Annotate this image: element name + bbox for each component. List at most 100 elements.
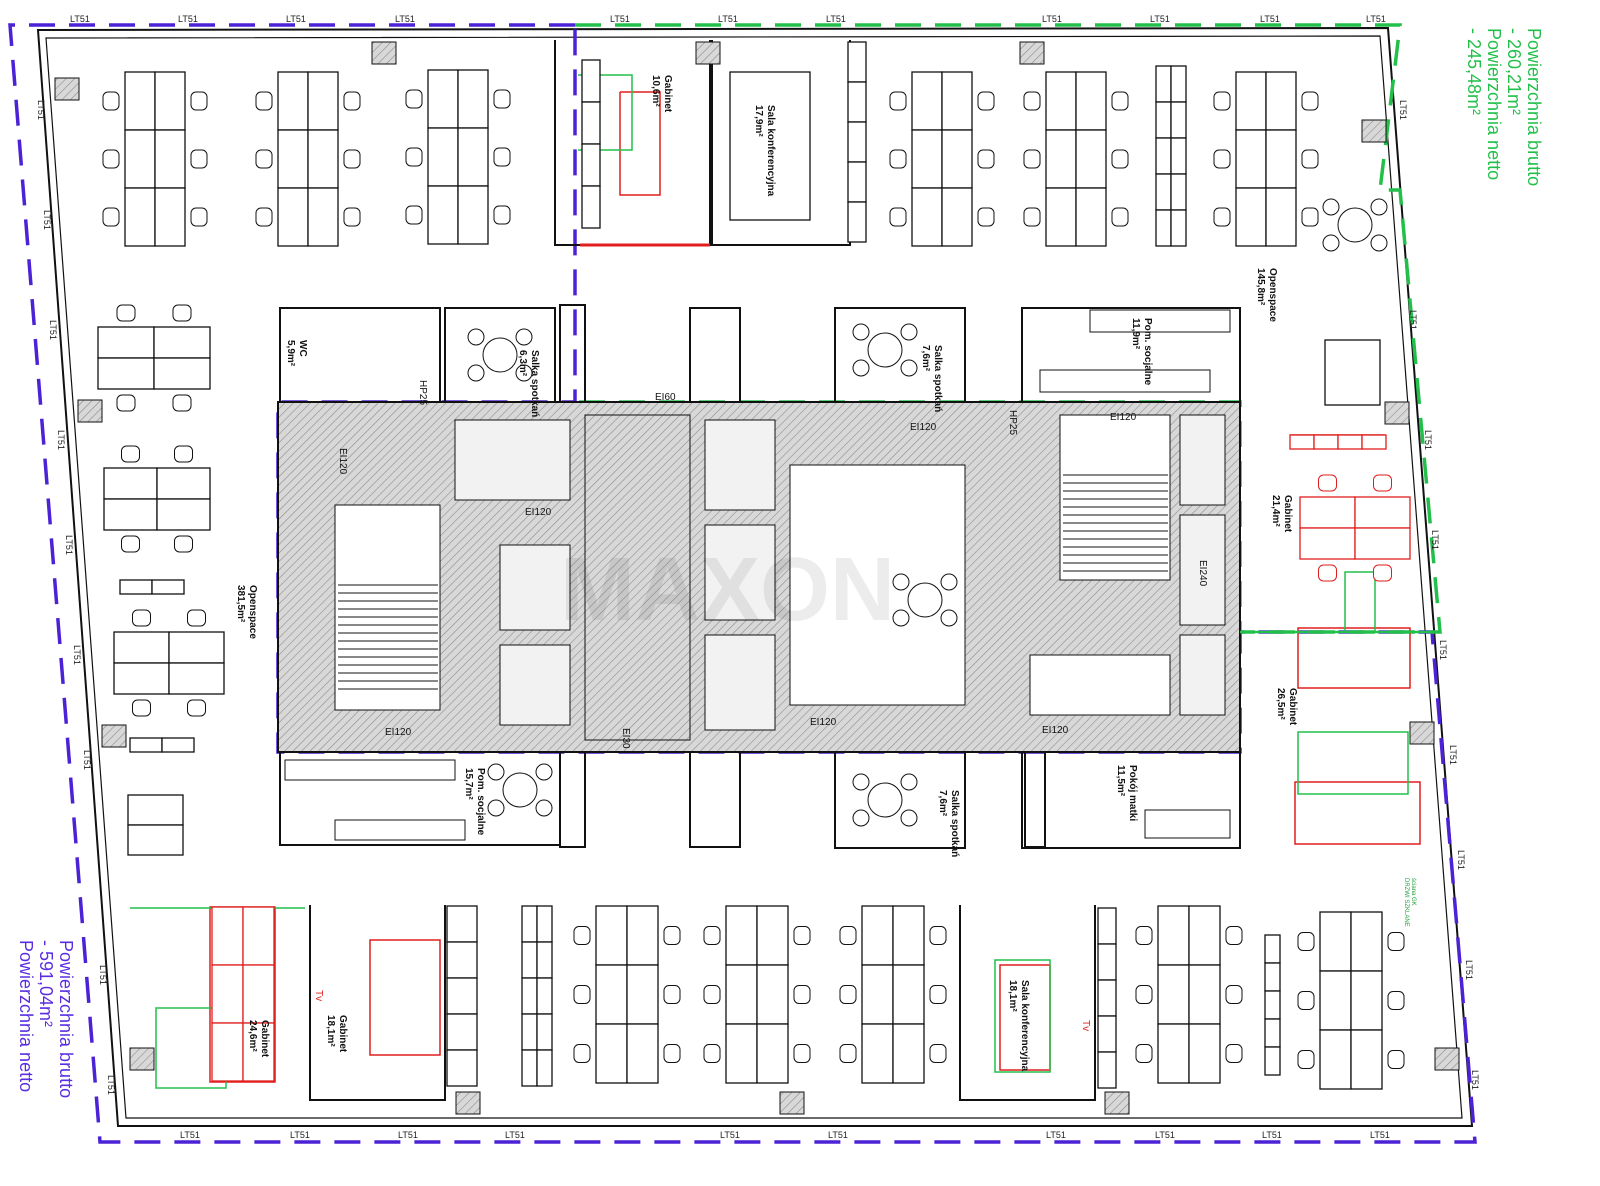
table-top <box>867 332 903 368</box>
desk <box>521 941 538 979</box>
desk <box>168 662 225 695</box>
desk-cluster <box>729 71 811 221</box>
desk <box>725 1023 758 1084</box>
desk <box>861 905 894 966</box>
chair <box>900 359 918 377</box>
round-table <box>852 323 918 377</box>
fire-code: HP25 <box>417 380 428 405</box>
perimeter-marker-label: LT51 <box>64 535 74 555</box>
desk <box>446 1049 478 1087</box>
chair <box>102 149 120 169</box>
fire-code: EI120 <box>1110 412 1137 423</box>
room-name: Gabinet <box>337 1015 348 1053</box>
desk <box>103 467 158 500</box>
chair <box>116 394 136 412</box>
desk <box>1097 1051 1117 1089</box>
desk-cluster <box>1213 71 1319 247</box>
chair <box>793 1044 811 1063</box>
desk <box>127 794 184 826</box>
desk <box>1157 1023 1190 1084</box>
desk <box>156 467 211 500</box>
desk-cluster <box>405 69 511 245</box>
counter <box>334 819 466 841</box>
perimeter-marker-label: LT51 <box>1408 310 1418 330</box>
fire-code: EI30 <box>620 728 631 749</box>
chair <box>1373 564 1392 582</box>
desk <box>536 905 553 943</box>
desk <box>756 1023 789 1084</box>
chair <box>1387 1050 1405 1069</box>
fire-code: EI240 <box>1197 560 1208 587</box>
desk-cluster <box>1289 434 1387 450</box>
desk <box>595 905 628 966</box>
desk <box>1264 962 1281 992</box>
desk-cluster <box>113 609 225 717</box>
chair <box>793 926 811 945</box>
desk <box>113 631 170 664</box>
desk-cluster <box>119 579 185 595</box>
room-area: 6,3m² <box>517 350 528 377</box>
desk <box>1188 964 1221 1025</box>
chair <box>929 985 947 1004</box>
room-area: 18,1m² <box>1007 980 1018 1012</box>
desk <box>595 1023 628 1084</box>
chair <box>892 609 910 627</box>
perimeter-marker-label: LT51 <box>36 100 46 120</box>
fire-code: EI120 <box>525 507 552 518</box>
desk <box>1324 339 1381 406</box>
room-name: Sala konferencyjna <box>1019 980 1030 1072</box>
green-area-note: Powierzchnia brutto - 260,21m² Powierzch… <box>1464 28 1544 186</box>
desk <box>1354 527 1411 560</box>
chair <box>121 535 140 553</box>
pillar <box>129 1047 155 1071</box>
chair <box>852 323 870 341</box>
fire-code: EI120 <box>337 448 348 475</box>
desk <box>119 579 153 595</box>
red-partitions <box>209 91 1421 1083</box>
desk <box>847 121 867 163</box>
chair <box>116 304 136 322</box>
chair <box>1301 149 1319 169</box>
desk <box>1299 527 1356 560</box>
desk <box>97 326 155 359</box>
table-top <box>907 582 943 618</box>
desk-cluster <box>97 304 211 412</box>
blue-gross-value: - 591,04m² <box>36 940 56 1027</box>
chair <box>467 364 485 382</box>
desk <box>1319 911 1352 972</box>
round-table <box>467 328 533 382</box>
desk <box>127 824 184 856</box>
perimeter-marker-label: LT51 <box>1150 14 1170 24</box>
desk <box>1170 101 1187 139</box>
chair <box>940 573 958 591</box>
chair <box>703 1044 721 1063</box>
chair <box>1297 932 1315 951</box>
room-area: 381,5m² <box>235 585 246 623</box>
desk <box>1265 129 1297 189</box>
desk <box>1235 129 1267 189</box>
chair <box>889 207 907 227</box>
perimeter-marker-label: LT51 <box>106 1075 116 1095</box>
chair <box>839 985 857 1004</box>
desk <box>168 631 225 664</box>
desk-cluster <box>839 905 947 1084</box>
table-top <box>867 782 903 818</box>
perimeter-marker-label: LT51 <box>1260 14 1280 24</box>
chair <box>929 1044 947 1063</box>
fire-codes: EI120 EI120 EI60 EI240 EI30 HP25 HP25 EI… <box>337 380 1208 749</box>
desk <box>1264 1046 1281 1076</box>
room-area: 5,9m² <box>285 340 296 367</box>
chair <box>172 304 192 322</box>
chair <box>1225 926 1243 945</box>
pillar <box>101 724 127 748</box>
chair <box>1135 1044 1153 1063</box>
desk <box>1299 496 1356 529</box>
chair <box>1111 149 1129 169</box>
perimeter-marker-label: LT51 <box>1423 430 1433 450</box>
chair <box>663 926 681 945</box>
green-net-value: - 245,48m² <box>1464 28 1484 115</box>
